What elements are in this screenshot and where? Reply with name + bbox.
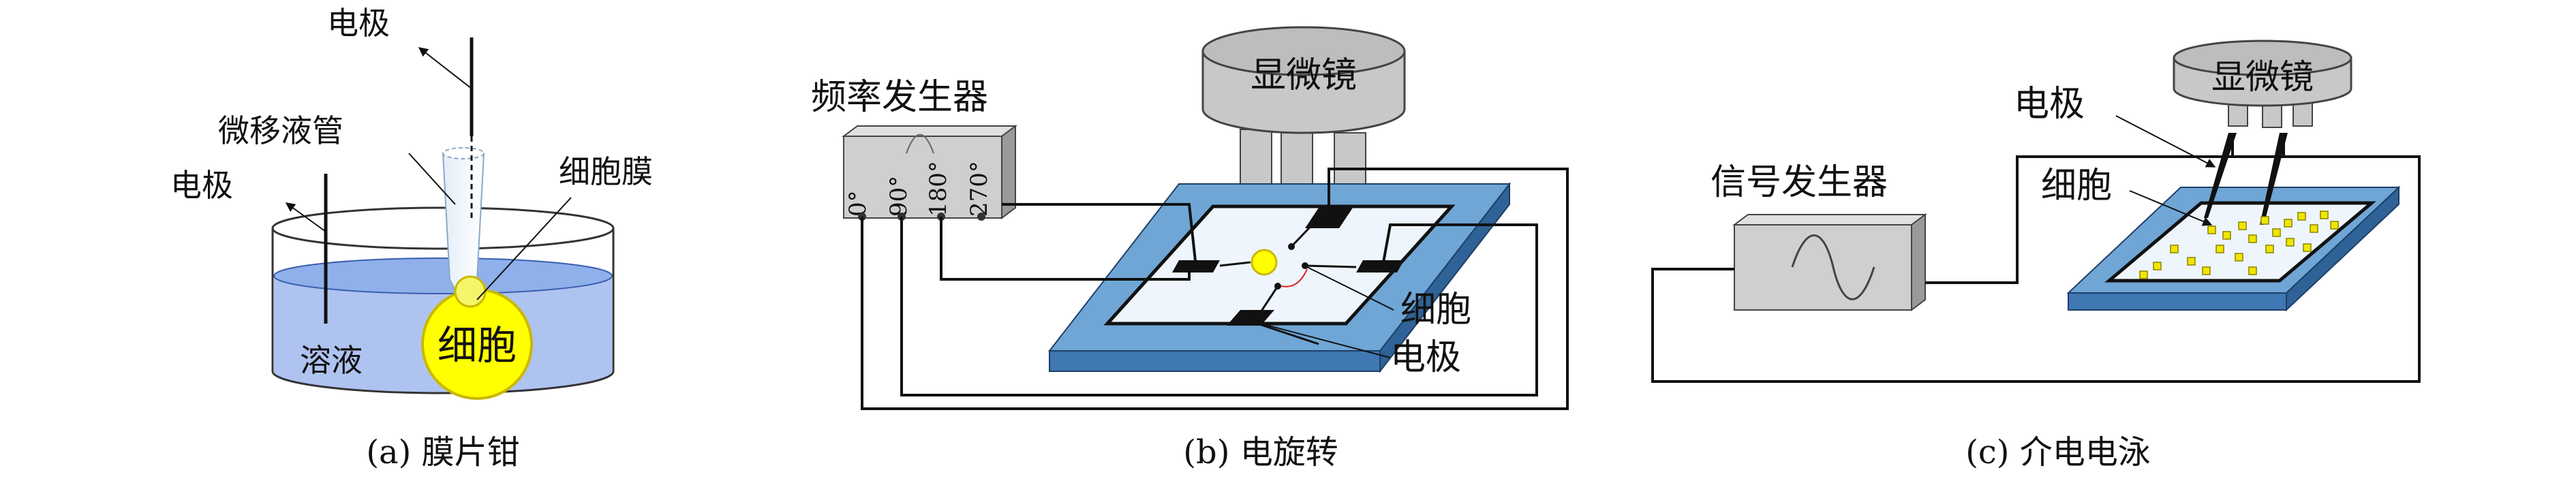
lead-bottom (1259, 285, 1279, 313)
panel-c-dielectrophoresis: 显微镜 (1651, 40, 2421, 471)
chamber-c (2104, 201, 2376, 283)
cells-c (2139, 211, 2339, 279)
caption-a: (a) 膜片钳 (366, 433, 519, 471)
panel-a-patch-clamp: 电极 微移液管 电极 细胞膜 溶液 细胞 (a) 膜片钳 (170, 5, 653, 471)
lead-left (1219, 261, 1251, 267)
phase-180: 180° (925, 161, 952, 217)
wire-270 (1002, 203, 1197, 268)
label-pipette: 微移液管 (218, 112, 343, 149)
electrode-needle-left (2204, 133, 2237, 218)
leader-membrane (476, 197, 572, 300)
lead-right (1304, 264, 1357, 268)
label-electrode-c: 电极 (2014, 84, 2085, 125)
label-generator-b: 频率发生器 (811, 77, 988, 118)
label-solution: 溶液 (300, 342, 363, 379)
leader-electrode-b (1260, 323, 1391, 358)
label-cell-b: 细胞 (1400, 290, 1471, 330)
lead-bottom-tip (1274, 283, 1281, 290)
label-membrane: 细胞膜 (559, 153, 653, 190)
phase-90: 90° (885, 176, 913, 217)
signal-generator (1732, 213, 1927, 311)
caption-c: (c) 介电电泳 (1965, 433, 2151, 471)
leader-electrode-left (285, 202, 326, 232)
phase-270: 270° (966, 161, 993, 217)
electrode-bottom (1227, 310, 1274, 326)
leader-cell-c (2129, 190, 2213, 226)
caption-b: (b) 电旋转 (1183, 433, 1338, 471)
dish-back-rim (271, 206, 615, 250)
dish-bottom (271, 371, 615, 394)
solution-surface (273, 258, 613, 294)
wire-0 (861, 168, 1569, 410)
pipette-top-opening (442, 147, 485, 159)
label-cell-c: 细胞 (2041, 166, 2112, 206)
wire-bottom-electrode (1246, 319, 1319, 345)
label-electrode-b: 电极 (1390, 337, 1461, 378)
leader-pipette (408, 153, 456, 205)
board-front-side (1049, 350, 1381, 372)
membrane-patch (454, 275, 487, 308)
lead-right-tip (1302, 262, 1308, 269)
electrode-top (1305, 208, 1353, 228)
panel-b-electrorotation: 显微镜 0° 90° 180° 270° (811, 26, 1569, 471)
cell-b (1251, 249, 1278, 276)
lead-top-tip (1288, 243, 1295, 250)
sine-wave-icon (1791, 234, 1875, 300)
board-c-front-side (2068, 292, 2287, 311)
leader-electrode-top (418, 47, 472, 89)
wire-90 (900, 217, 1538, 396)
electrode-right (1356, 260, 1404, 272)
lead-top (1290, 217, 1320, 248)
phase-0: 0° (844, 190, 872, 217)
microscope-icon (1201, 26, 1406, 200)
label-generator-c: 信号发生器 (1711, 162, 1888, 203)
label-electrode-left: 电极 (170, 167, 233, 204)
frequency-generator (842, 125, 1017, 219)
terminal-270 (977, 213, 985, 221)
microscope-icon-c (2173, 40, 2352, 128)
label-electrode-top: 电极 (327, 5, 390, 42)
label-microscope-c: 显微镜 (2211, 57, 2314, 97)
wire-180 (940, 217, 1191, 281)
rotation-arc (1281, 268, 1308, 287)
leader-cell-b (1306, 266, 1394, 311)
wire-c-right (1651, 155, 2421, 383)
label-cell: 细胞 (438, 322, 517, 369)
leader-electrode-c (2115, 115, 2216, 168)
micropipette (442, 153, 485, 294)
label-microscope-b: 显微镜 (1251, 55, 1357, 96)
